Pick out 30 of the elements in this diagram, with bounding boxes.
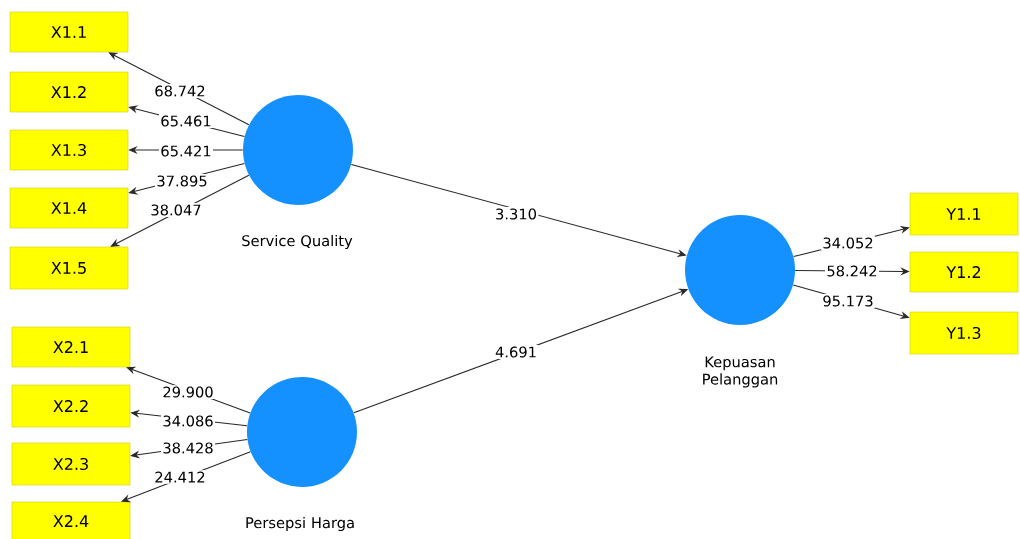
indicator-box: X1.1 <box>9 11 129 53</box>
indicator-box: X1.4 <box>9 187 129 229</box>
edge-label: 58.242 <box>825 264 879 278</box>
edge-label: 4.691 <box>493 345 539 359</box>
edge-label: 68.742 <box>153 84 207 98</box>
edge-label: 65.461 <box>159 114 213 128</box>
node-label: Service Quality <box>242 234 353 250</box>
indicator-box: X1.2 <box>9 71 129 113</box>
indicator-box: X2.1 <box>11 326 131 368</box>
node-label: Kepuasan Pelanggan <box>703 356 778 388</box>
edge-label: 24.412 <box>153 470 207 484</box>
edge-label: 65.421 <box>159 144 213 158</box>
indicator-box: Y1.1 <box>909 192 1019 236</box>
indicator-box: Y1.2 <box>909 251 1019 293</box>
edge-label: 37.895 <box>155 174 209 188</box>
edge-label: 3.310 <box>493 207 539 221</box>
edge-label: 95.173 <box>821 294 875 308</box>
node-label: Persepsi Harga <box>246 516 354 532</box>
indicator-box: X1.3 <box>9 129 129 171</box>
edge-label: 34.086 <box>161 414 215 428</box>
edge-label: 38.047 <box>149 203 203 217</box>
indicator-box: X2.3 <box>11 442 131 486</box>
indicator-box: X1.5 <box>9 246 129 290</box>
indicator-box: X2.4 <box>11 501 131 539</box>
edge-label: 38.428 <box>161 441 215 455</box>
arrow <box>108 52 250 126</box>
indicator-box: Y1.3 <box>909 311 1019 355</box>
edge-label: 29.900 <box>161 385 215 399</box>
indicator-box: X2.2 <box>11 384 131 428</box>
edge-label: 34.052 <box>821 236 875 250</box>
